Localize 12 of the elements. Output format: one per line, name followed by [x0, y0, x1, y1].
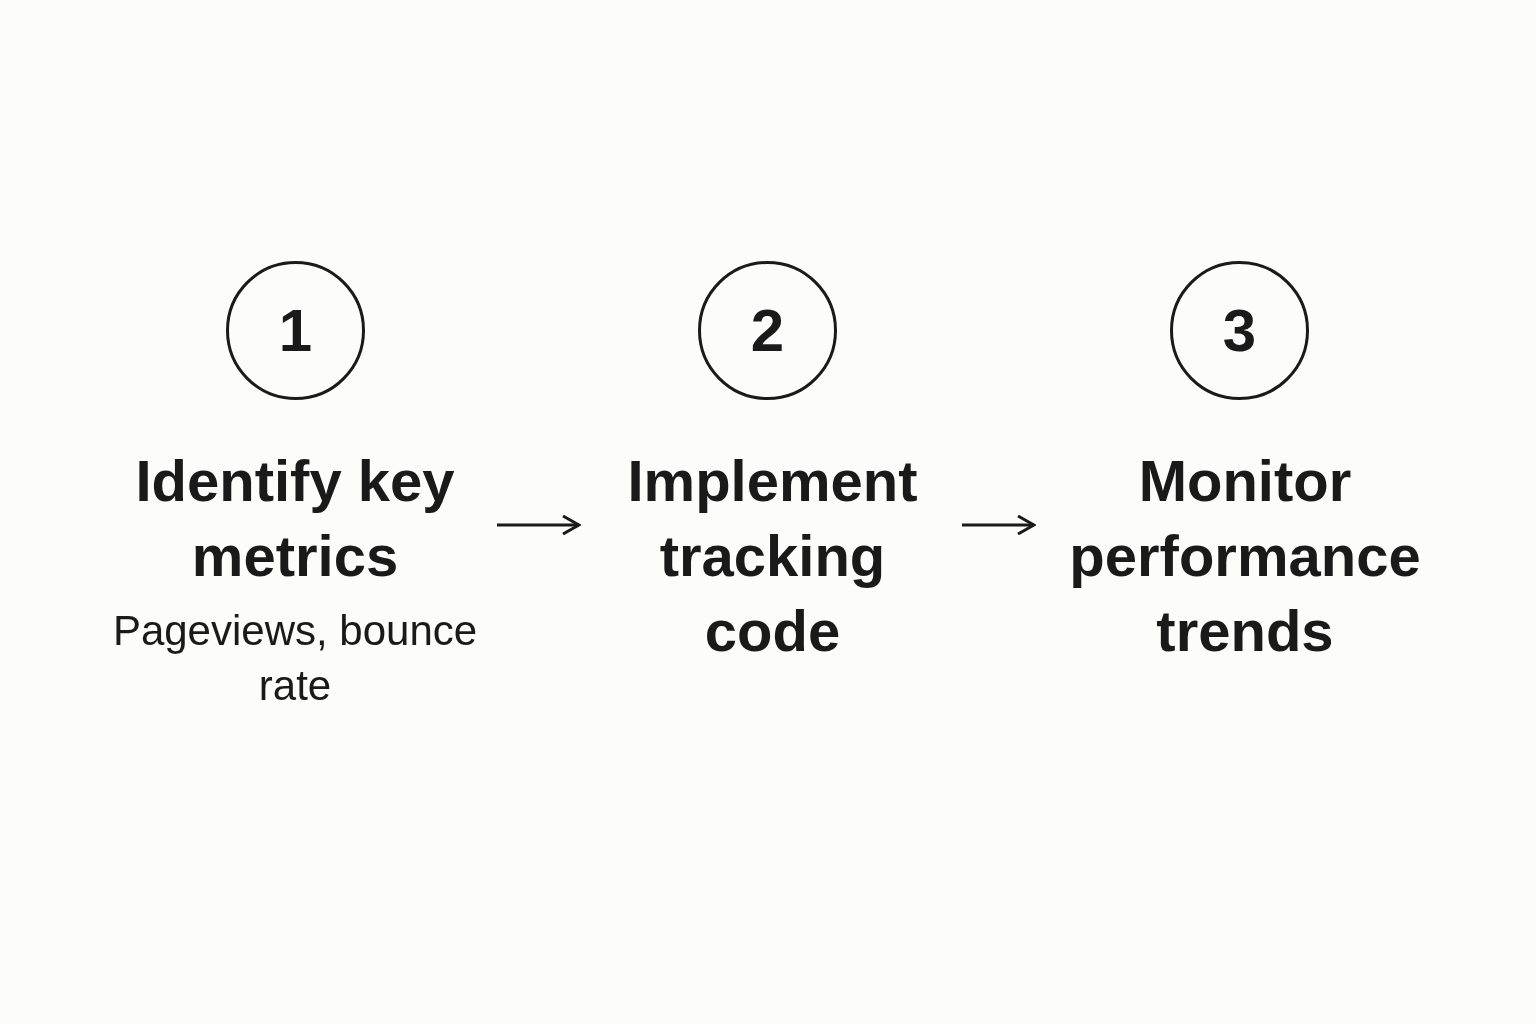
step-number: 1 [278, 300, 313, 361]
step-number-circle [226, 261, 365, 400]
arrow [497, 514, 581, 536]
step-title: Implement tracking code [626, 447, 919, 665]
step-title: Identify key metrics [134, 447, 456, 590]
step-number: 3 [1222, 300, 1257, 361]
step-title: Monitor performance trends [1068, 447, 1422, 665]
arrow [962, 514, 1036, 536]
step-description: Pageviews, bounce rate [111, 606, 479, 711]
step-number-circle [698, 261, 837, 400]
step-number: 2 [750, 300, 785, 361]
step-number-circle [1170, 261, 1309, 400]
